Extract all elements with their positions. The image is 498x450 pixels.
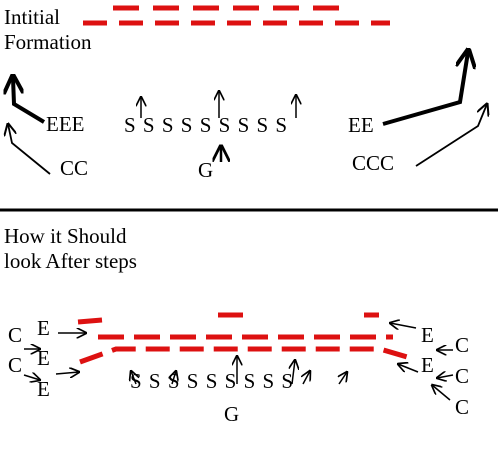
left-e-label-1: E: [37, 316, 50, 340]
right-c-label-1: C: [455, 333, 470, 357]
bottom-arrows: [23, 323, 454, 401]
bottom-s-row: S S S S S S S S S: [130, 369, 295, 393]
right-c-label-3: C: [455, 395, 470, 419]
bottom-dash-line-lower: [79, 346, 415, 365]
left-e-label-3: E: [37, 377, 50, 401]
s-small-arrow: [131, 371, 136, 385]
s-small-arrow: [292, 360, 295, 385]
after-steps-heading: How it Should look After steps: [4, 224, 137, 274]
bottom-dashed-lines: [77, 312, 415, 365]
initial-formation-heading: Intitial Formation: [4, 5, 92, 55]
left-cc-label: CC: [60, 156, 89, 180]
right-arrow: [398, 364, 419, 373]
right-ee-label: EE: [348, 113, 374, 137]
right-arrow: [390, 323, 417, 328]
s-small-arrow: [172, 371, 176, 385]
left-eee-label: EEE: [46, 112, 85, 136]
top-arrows: [8, 52, 487, 175]
right-e-label-2: E: [421, 353, 434, 377]
right-ccc-label: CCC: [352, 151, 395, 175]
cc-thin-arrow: [8, 124, 51, 175]
s-small-arrow: [303, 371, 310, 385]
right-arrow: [432, 385, 451, 401]
bottom-dash-top-left: [77, 317, 103, 325]
s-small-arrow: [339, 372, 347, 385]
top-dashed-lines: [83, 5, 390, 26]
top-s-row: S S S S S S S S S: [124, 113, 289, 137]
ccc-thin-arrow: [415, 104, 487, 167]
left-c-label-1: C: [8, 323, 23, 347]
left-arrow: [23, 375, 40, 380]
right-c-label-2: C: [455, 364, 470, 388]
ee-thick-arrow: [382, 52, 468, 126]
right-e-label-1: E: [421, 323, 434, 347]
left-e-label-2: E: [37, 346, 50, 370]
right-arrow: [437, 375, 454, 378]
bottom-g-label: G: [224, 402, 240, 426]
eee-thick-arrow: [13, 78, 46, 124]
left-arrow: [55, 372, 79, 374]
left-c-label-2: C: [8, 353, 23, 377]
top-g-label: G: [198, 158, 214, 182]
